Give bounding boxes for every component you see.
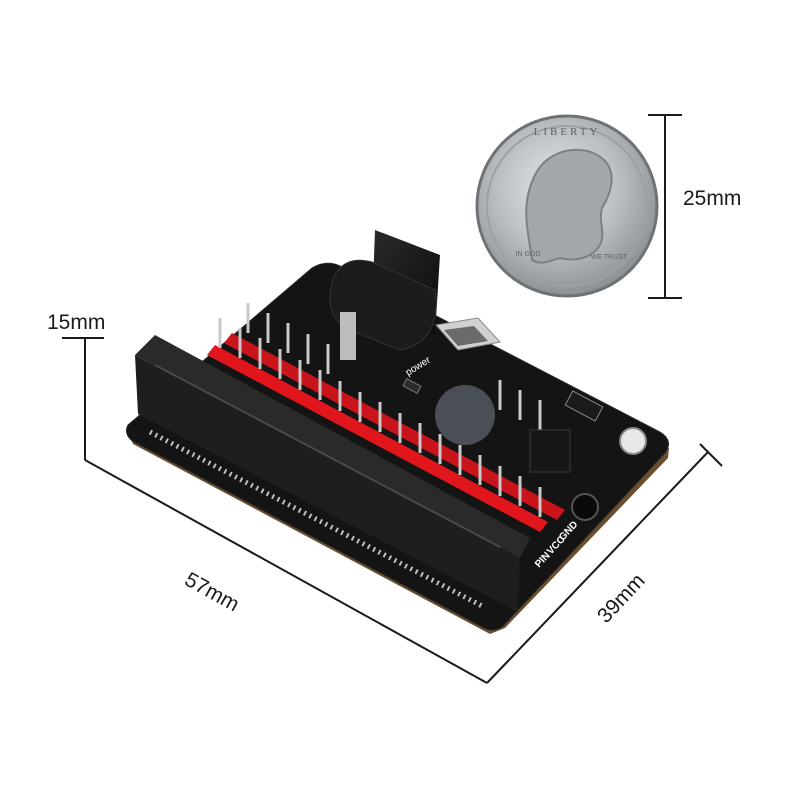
- smd-component: [402, 378, 422, 394]
- mounting-hole: [571, 493, 599, 521]
- header-pins: [218, 303, 542, 517]
- power-switch: [529, 429, 571, 473]
- usb-port: [435, 317, 501, 351]
- dc-power-jack: [329, 230, 440, 360]
- width-dimension-line: [486, 443, 723, 684]
- coin-legend-top: LIBERTY: [534, 126, 601, 138]
- height-dimension-line: [62, 337, 104, 460]
- coin-legend-left: IN GOD: [516, 251, 541, 258]
- dimension-lines: [62, 114, 723, 684]
- length-dimension-line: [84, 459, 488, 684]
- coin-dimension-label: 25mm: [683, 187, 742, 210]
- power-led: [564, 390, 604, 422]
- breakout-board: power PIN VCC GND: [125, 230, 669, 634]
- coin-dimension-line: [648, 114, 682, 299]
- mounting-hole: [619, 427, 647, 455]
- coin-legend-right: WE TRUST: [591, 254, 628, 261]
- height-dimension-label: 15mm: [47, 311, 106, 334]
- coin: LIBERTY IN GOD WE TRUST: [475, 114, 659, 298]
- coin-portrait: [525, 148, 613, 264]
- edge-connector: [135, 335, 530, 612]
- buzzer: [435, 385, 495, 445]
